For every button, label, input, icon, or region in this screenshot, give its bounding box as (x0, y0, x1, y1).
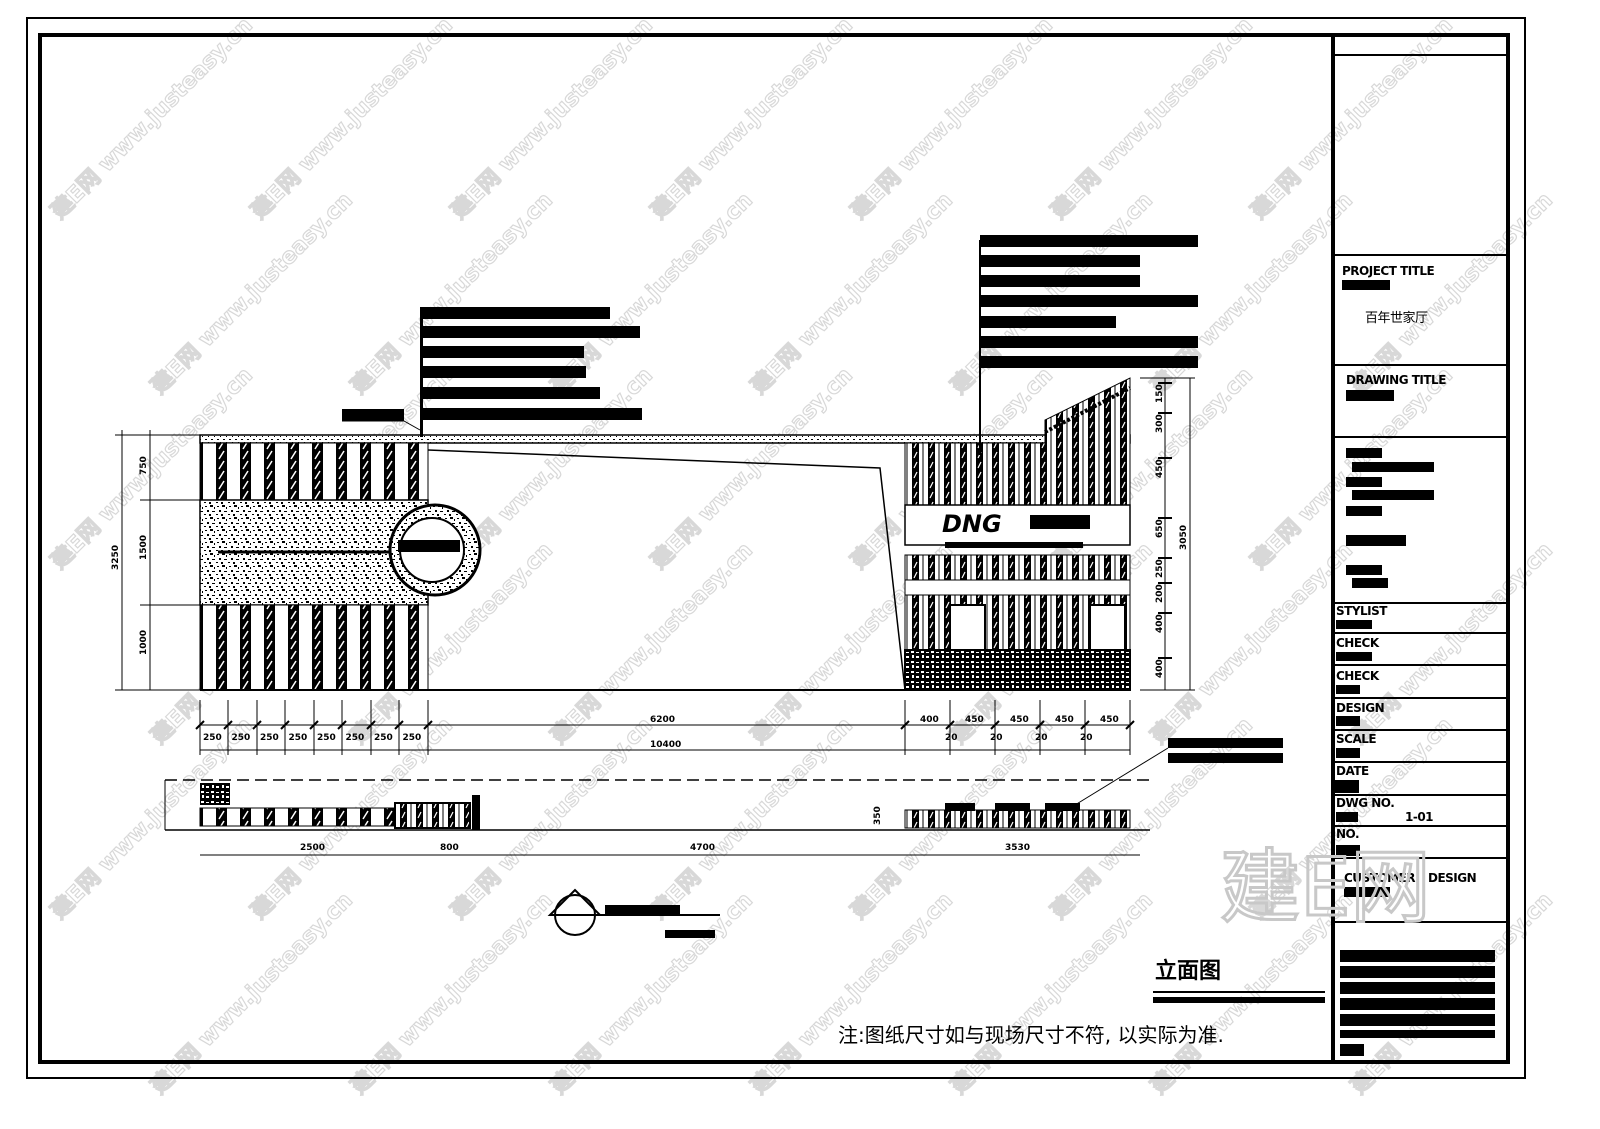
dim-right-seg: 400 (920, 715, 939, 725)
dim-bottom-seg: 250 (374, 733, 393, 743)
dim-right-vert: 450 (1155, 459, 1165, 478)
dim-left-3: 1000 (139, 630, 149, 655)
watermark-text: 建E网 www.justeasy.cn (647, 363, 858, 574)
dim-right-total: 3050 (1179, 525, 1189, 550)
drawing-title: 立面图 (1155, 958, 1221, 984)
dwg-no-label: DWG NO. (1336, 796, 1394, 810)
watermark-text: 建E网 www.justeasy.cn (647, 13, 858, 224)
dimension-tick (309, 720, 319, 730)
watermark-text: 建E网 www.justeasy.cn (847, 13, 1058, 224)
dimension-tick (195, 720, 205, 730)
inner-frame (38, 33, 1510, 1064)
dim-right-vert: 650 (1155, 519, 1165, 538)
dimension-tick (945, 720, 955, 730)
dim-right-seg: 450 (1100, 715, 1119, 725)
dim-right-seg: 450 (1010, 715, 1029, 725)
dimension-tick (280, 720, 290, 730)
watermark-text: 建E网 www.justeasy.cn (1147, 538, 1358, 749)
brand-watermark-logo: 建E网 (1220, 841, 1431, 934)
dim-plan-3: 4700 (690, 843, 715, 853)
customer-design-label: DESIGN (1428, 871, 1476, 885)
dim-bottom-seg: 250 (403, 733, 422, 743)
dimension-tick (1080, 720, 1090, 730)
watermark-text: 建E网 www.justeasy.cn (1047, 13, 1258, 224)
dim-bottom-seg: 250 (317, 733, 336, 743)
dim-bottom-seg: 250 (346, 733, 365, 743)
dim-left-2: 1500 (139, 535, 149, 560)
dimension-tick (337, 720, 347, 730)
no-label: NO. (1336, 827, 1359, 841)
watermark-text: 建E网 www.justeasy.cn (147, 888, 358, 1099)
left-pillar-elevation (199, 409, 1131, 691)
dng-logo-text: DNG (942, 510, 1002, 538)
dim-overall: 10400 (650, 740, 681, 750)
dim-right-seg: 450 (965, 715, 984, 725)
project-name: 百年世家厅 (1365, 310, 1428, 326)
dim-right-sub: 20 (945, 733, 958, 743)
dwg-no-value: 1-01 (1405, 810, 1433, 824)
watermark-text: 建E网 www.justeasy.cn (1347, 188, 1558, 399)
watermark-text: 建E网 www.justeasy.cn (947, 888, 1158, 1099)
dim-left-total: 3250 (111, 545, 121, 570)
watermark-text: 建E网 www.justeasy.cn (447, 13, 658, 224)
drawing-title-label: DRAWING TITLE (1346, 373, 1446, 387)
dim-right-vert: 400 (1155, 659, 1165, 678)
title-block: PROJECT TITLE 百年世家厅 DRAWING TITLE STYLIS… (1331, 35, 1508, 1062)
dimension-tick (990, 720, 1000, 730)
section-marker-symbol (547, 888, 720, 938)
dim-right-vert: 200 (1155, 584, 1165, 603)
dim-bottom-seg: 250 (260, 733, 279, 743)
right-sign-elevation: DNG (904, 240, 1131, 691)
dim-bottom-seg: 250 (232, 733, 251, 743)
dim-right-vert: 400 (1155, 614, 1165, 633)
dim-bottom-seg: 250 (289, 733, 308, 743)
project-title-label: PROJECT TITLE (1342, 264, 1435, 278)
dim-left-1: 750 (139, 456, 149, 475)
watermark-text: 建E网 www.justeasy.cn (747, 888, 958, 1099)
dim-middle-span: 6200 (650, 715, 675, 725)
watermark-text: 建E网 www.justeasy.cn (147, 188, 358, 399)
scale-label: SCALE (1336, 732, 1376, 746)
dimension-labels: 750 1500 1000 3250 6200 10400 400 450 45… (111, 384, 1189, 750)
dimension-tick (1125, 720, 1135, 730)
dim-plan-height: 350 (873, 806, 883, 825)
dimension-tick (366, 720, 376, 730)
dim-right-seg: 450 (1055, 715, 1074, 725)
dimension-tick (423, 720, 433, 730)
watermark-text: 建E网 www.justeasy.cn (347, 888, 558, 1099)
dimension-tick (900, 720, 910, 730)
dim-plan-2: 800 (440, 843, 459, 853)
date-label: DATE (1336, 764, 1369, 778)
stylist-label: STYLIST (1336, 604, 1388, 618)
dimension-lines (115, 377, 1195, 751)
customer-label: CUSTOMER (1344, 871, 1415, 885)
watermark-text: 建E网 www.justeasy.cn (247, 13, 458, 224)
dimension-ticks (195, 382, 1172, 755)
dim-bottom-seg: 250 (203, 733, 222, 743)
dimension-tick (252, 720, 262, 730)
dim-right-vert: 150 (1155, 384, 1165, 403)
check-label: CHECK (1336, 636, 1380, 650)
plan-view: 2500 800 4700 3530 350 (164, 779, 1150, 856)
dimension-tick (1035, 720, 1045, 730)
outer-frame (26, 17, 1526, 1079)
dim-right-sub: 20 (1080, 733, 1093, 743)
watermark-text: 建E网 www.justeasy.cn (1247, 13, 1458, 224)
design-label: DESIGN (1336, 701, 1384, 715)
dim-right-sub: 20 (990, 733, 1003, 743)
dim-right-sub: 20 (1035, 733, 1048, 743)
check-label-2: CHECK (1336, 669, 1380, 683)
annotation-leaders (420, 235, 1283, 806)
drawing-note: 注:图纸尺寸如与现场尺寸不符, 以实际为准. (838, 1023, 1224, 1047)
dim-plan-1: 2500 (300, 843, 325, 853)
watermark-text: 建E网 www.justeasy.cn (47, 13, 258, 224)
watermark-text: 建E网 www.justeasy.cn (747, 188, 958, 399)
dim-plan-4: 3530 (1005, 843, 1030, 853)
dim-right-vert: 300 (1155, 414, 1165, 433)
dimension-tick (223, 720, 233, 730)
dimension-tick (394, 720, 404, 730)
dim-right-vert: 250 (1155, 559, 1165, 578)
